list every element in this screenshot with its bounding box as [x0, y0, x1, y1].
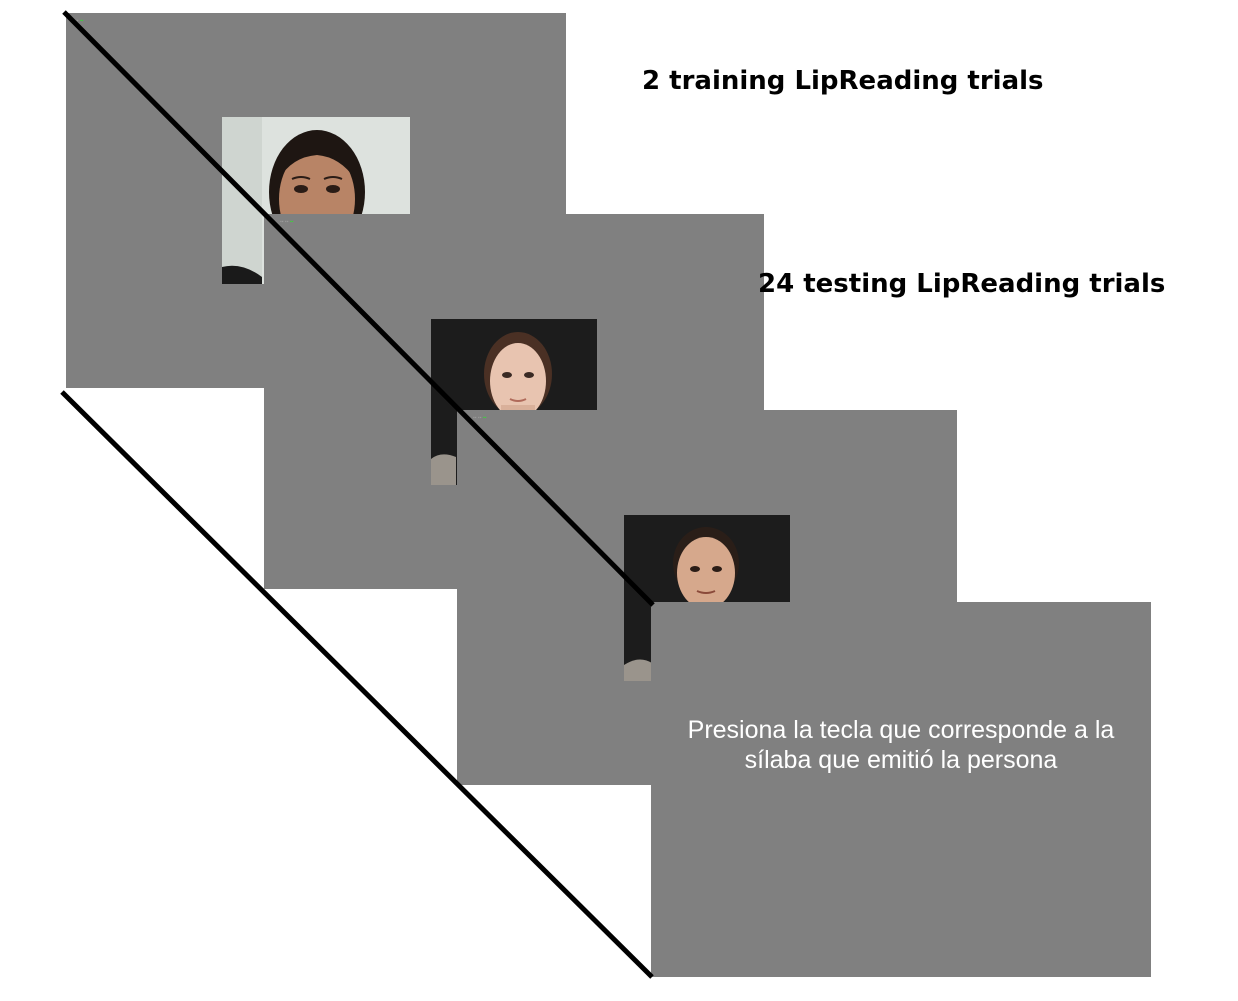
response-prompt-line-2: sílaba que emitió la persona: [744, 746, 1058, 774]
screen-corner-marker: ▪▪ ▪▪ ▪▪: [70, 18, 84, 24]
response-prompt-line-1: Presiona la tecla que corresponde a la: [687, 716, 1115, 744]
testing-stage-label: 24 testing LipReading trials: [758, 269, 1166, 299]
screen-corner-marker: ▪▪ ▪▪ ▪▪: [280, 219, 294, 225]
training-stage-label: 2 training LipReading trials: [642, 66, 1044, 96]
response-prompt: Presiona la tecla que corresponde a la s…: [651, 715, 1151, 775]
screen-corner-marker: ▪▪ ▪▪ ▪▪: [473, 415, 487, 421]
response-screen: [651, 602, 1151, 977]
